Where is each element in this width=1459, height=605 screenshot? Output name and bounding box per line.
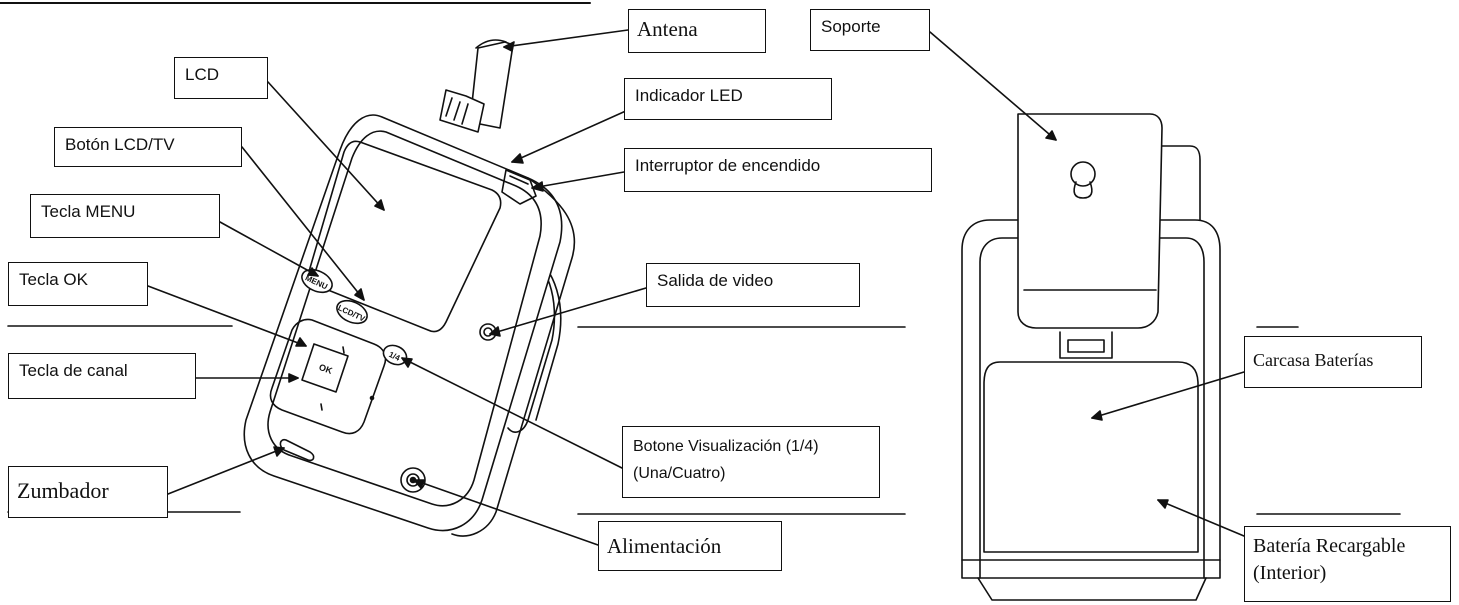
leader-soporte [929,31,1057,141]
label-salida-video: Salida de video [646,263,860,307]
label-soporte: Soporte [810,9,930,51]
label-alimentacion: Alimentación [598,521,782,571]
label-indicador-led: Indicador LED [624,78,832,120]
channel-down-mark [320,403,323,411]
antenna-tip [475,39,507,49]
quad-button-text: 1/4 [387,350,401,363]
label-antena: Antena [628,9,766,53]
label-tecla-menu: Tecla MENU [30,194,220,238]
clip-soporte [1017,113,1163,329]
keyhole [1070,161,1096,187]
leader-lines [147,29,1245,546]
front-bezel [267,130,542,507]
label-tecla-ok: Tecla OK [8,262,148,306]
monitor-front-view: MENU LCD/TV OK 1/4 [243,39,576,537]
label-visualizacion-line2: (Una/Cuatro) [633,465,726,483]
leader-antena [503,29,629,48]
leader-zumbador [167,447,285,495]
ok-button-text: OK [318,362,335,376]
label-boton-lcd-tv: Botón LCD/TV [54,127,242,167]
label-bateria-line2: (Interior) [1253,562,1327,584]
label-interruptor: Interruptor de encendido [624,148,932,192]
leader-tecla-menu [219,221,319,277]
label-bateria-line1: Batería Recargable [1253,535,1406,557]
power-switch [501,169,537,205]
leader-alimentacion [413,479,599,546]
label-visualizacion-line1: Botone Visualización (1/4) [633,438,819,455]
ok-button: OK [301,343,349,393]
label-carcasa-baterias: Carcasa Baterías [1244,336,1422,388]
hinge-latch [1059,331,1113,359]
leader-boton-lcd-tv [241,146,365,301]
label-zumbador: Zumbador [8,466,168,518]
monitor-back-view [961,113,1221,601]
leader-visualizacion [401,357,623,469]
keypad-dot [369,395,375,401]
power-jack [400,467,426,493]
buzzer-slot [279,438,315,462]
label-lcd: LCD [174,57,268,99]
lcd-screen [308,140,502,333]
leader-lcd [267,81,385,211]
leader-salida-video [489,287,647,335]
leader-bateria [1157,499,1245,537]
back-antenna [1157,145,1201,229]
leader-interruptor [531,171,625,189]
lcd-tv-button: LCD/TV [336,299,368,325]
label-bateria: Batería Recargable (Interior) [1244,526,1451,602]
back-body-inner [979,237,1205,579]
battery-cover [983,361,1199,553]
leader-carcasa [1091,371,1245,419]
label-visualizacion: Botone Visualización (1/4) (Una/Cuatro) [622,426,880,498]
body-side [451,177,576,537]
leader-tecla-ok [147,285,307,347]
channel-up-mark [342,346,345,354]
leader-indicador-led [511,109,629,163]
label-tecla-canal: Tecla de canal [8,353,196,399]
back-base [961,559,1221,601]
